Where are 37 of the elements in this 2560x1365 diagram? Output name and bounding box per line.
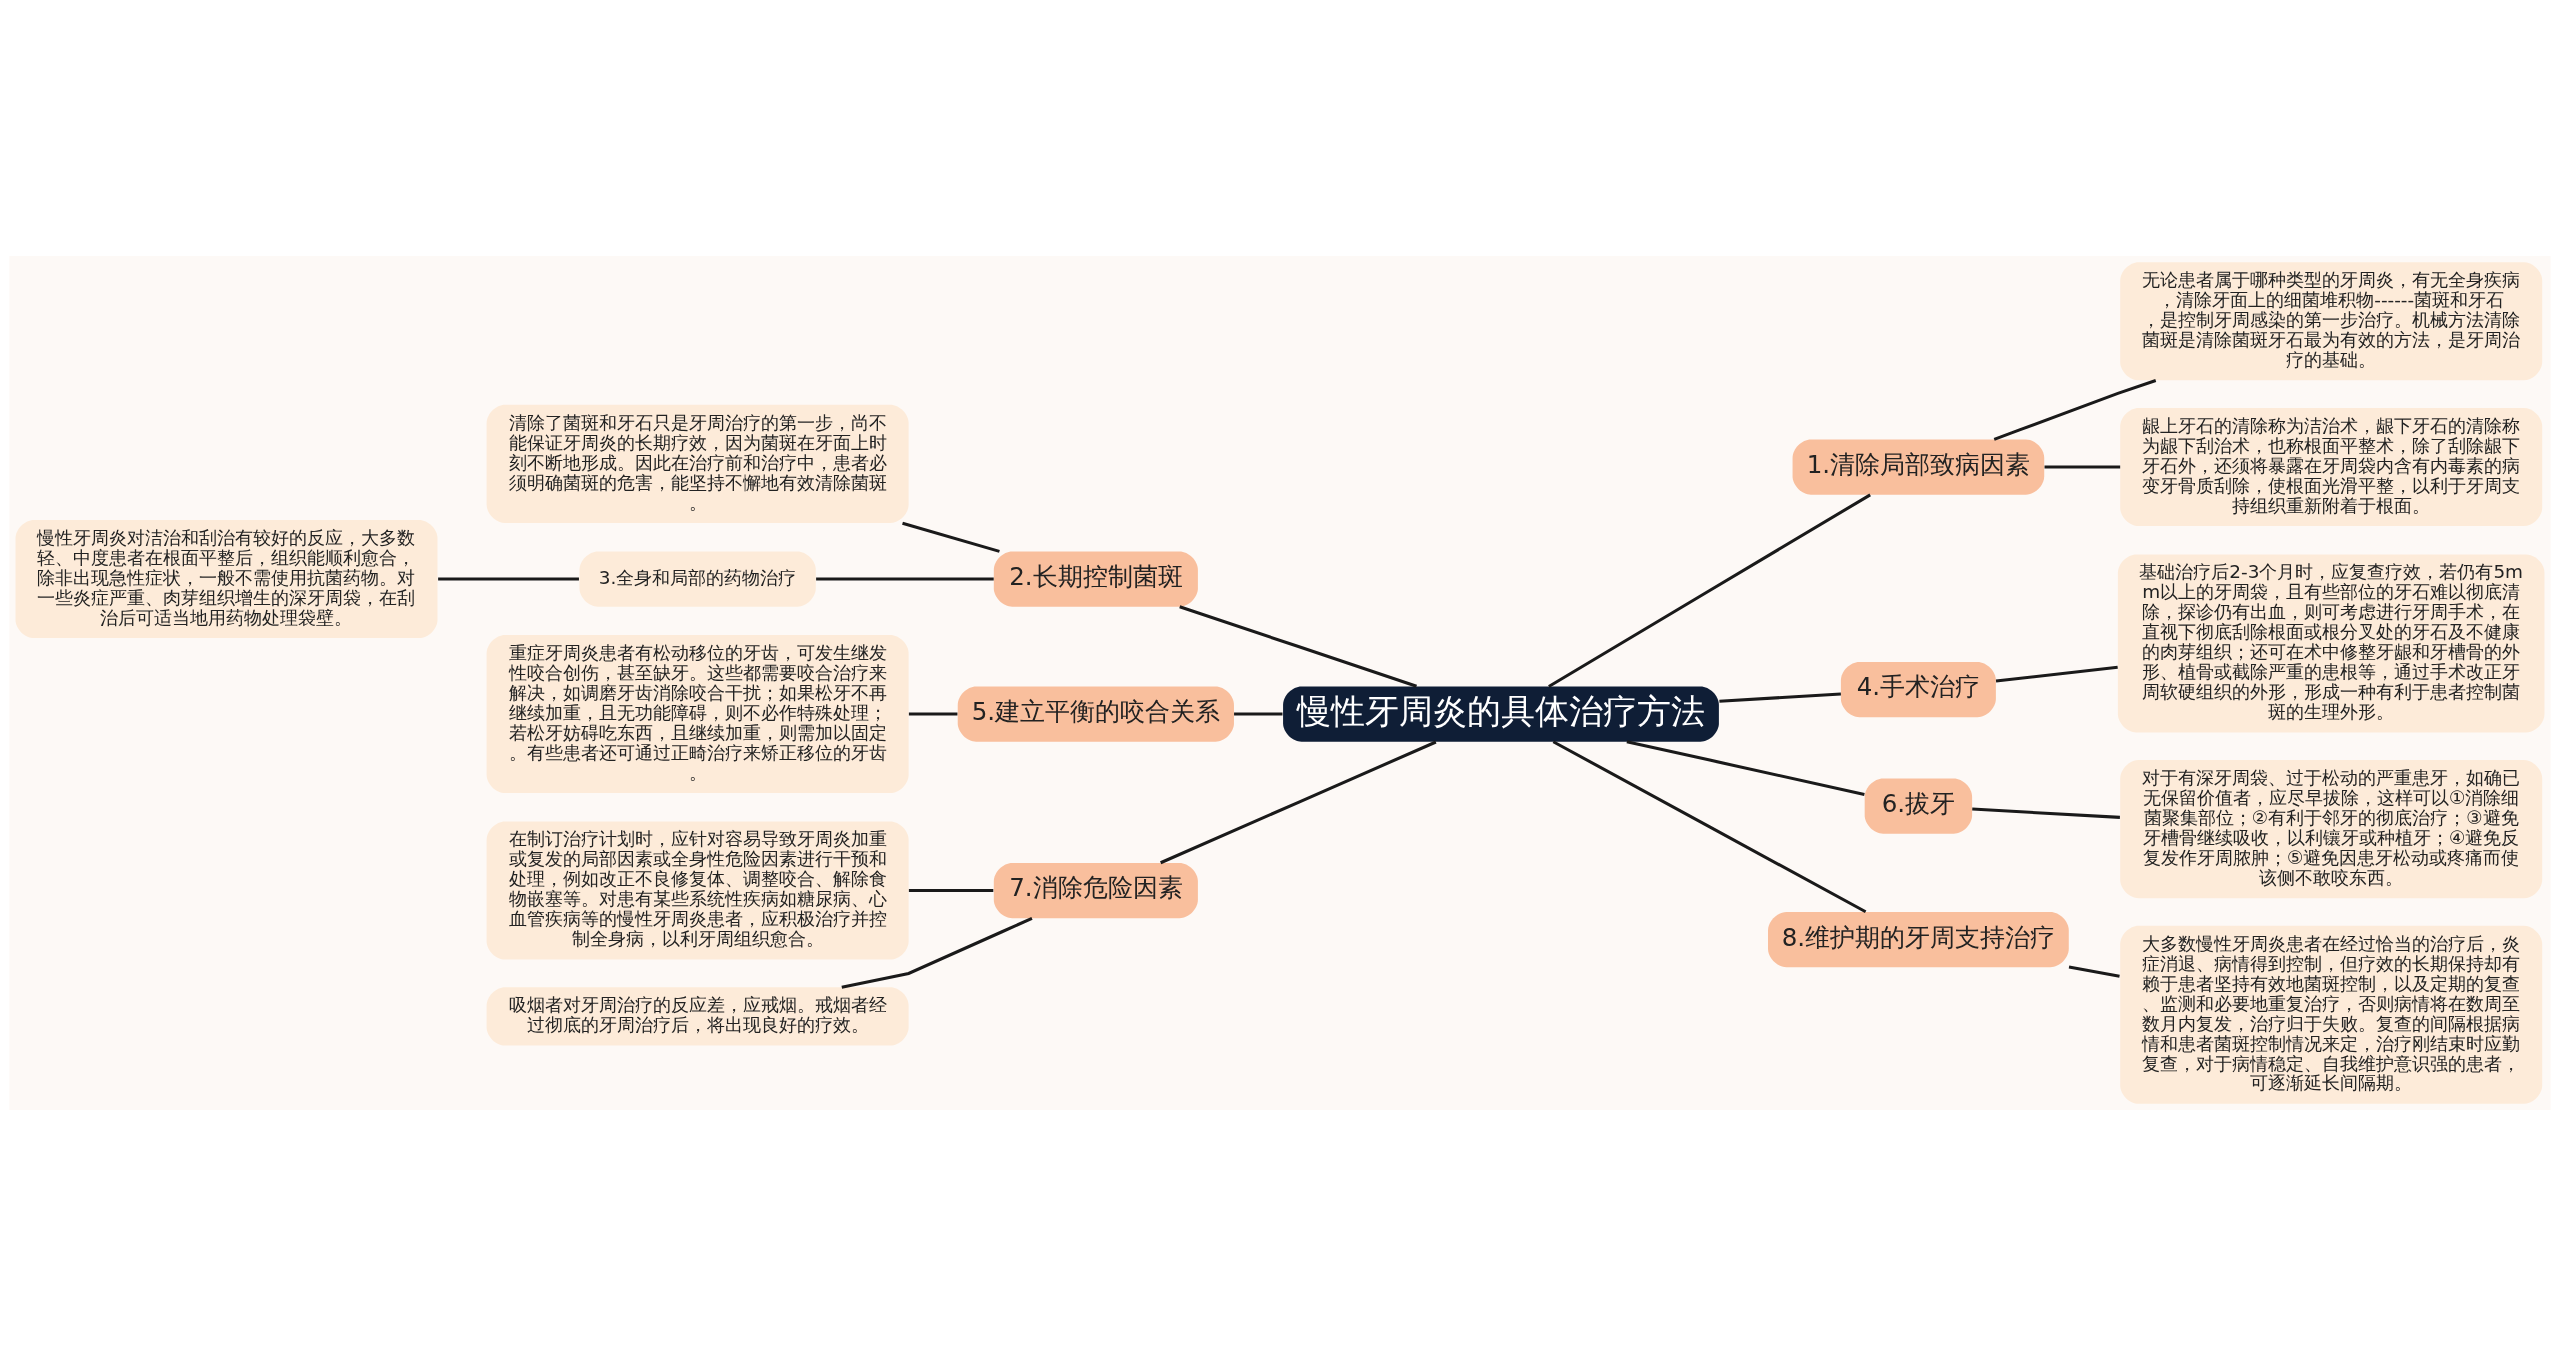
connector xyxy=(1995,665,2118,682)
connector xyxy=(1179,604,1417,688)
node-box: 重症牙周炎患者有松动移位的牙齿，可发生继发性咬合创伤，甚至缺牙。这些都需要咬合治疗来解决，如调磨牙齿消除咬合干扰；如果松牙不再继续加重，且无功能障碍，则不必作特殊处理；若松牙妨碍吃东西，且继续加重，则需加以固定。有些患者还可通过正畸治疗来矫正移位的牙齿。 xyxy=(486,634,909,793)
node-box: 2.长期控制菌斑 xyxy=(993,550,1198,607)
node-box: 3.全身和局部的药物治疗 xyxy=(579,550,816,607)
connector xyxy=(816,577,994,581)
connector xyxy=(1548,493,1871,688)
connector xyxy=(1552,739,1867,913)
connector xyxy=(438,577,579,581)
node-box: 龈上牙石的清除称为洁治术，龈下牙石的清除称为龈下刮治术，也称根面平整术，除了刮除龈下牙石外，还须将暴露在牙周袋内含有内毒素的病变牙骨质刮除，使根面光滑平整，以利于牙周支持组织重新附着于根面。 xyxy=(2120,407,2543,526)
node-box: 无论患者属于哪种类型的牙周炎，有无全身疾病，清除牙面上的细菌堆积物------菌斑和牙石，是控制牙周感染的第一步治疗。机械方法清除菌斑是清除菌斑牙石最为有效的方法，是牙周治疗的基础。 xyxy=(2120,261,2543,380)
connector xyxy=(1719,692,1841,703)
connector xyxy=(908,712,958,716)
node-box: 慢性牙周炎的具体治疗方法 xyxy=(1283,685,1719,742)
connector xyxy=(1160,740,1437,864)
node-box: 吸烟者对牙周治疗的反应差，应戒烟。戒烟者经过彻底的牙周治疗后，将出现良好的疗效。 xyxy=(486,986,909,1046)
node-box: 在制订治疗计划时，应针对容易导致牙周炎加重或复发的局部因素或全身性危险因素进行干预和处理，例如改正不良修复体、调整咬合、解除食物嵌塞等。对患有某些系统性疾病如糖尿病、心血管疾病等的慢性牙周炎患者，应积极治疗并控制全身病，以利牙周组织愈合。 xyxy=(486,821,909,960)
node-box: 对于有深牙周袋、过于松动的严重患牙，如确已无保留价值者，应尽早拔除，这样可以①消除细菌聚集部位；②有利于邻牙的彻底治疗；③避免牙槽骨继续吸收，以利镶牙或种植牙；④避免反复发作牙周脓肿；⑤避免因患牙松动或疼痛而使该侧不敢咬东西。 xyxy=(2120,759,2543,898)
connector xyxy=(908,888,994,892)
connector xyxy=(1993,378,2157,441)
node-box: 6.拔牙 xyxy=(1864,778,1973,834)
node-box: 7.消除危险因素 xyxy=(993,862,1198,918)
node-box: 基础治疗后2-3个月时，应复查疗效，若仍有5mm以上的牙周袋，且有些部位的牙石难以彻底清除，探诊仍有出血，则可考虑进行牙周手术，在直视下彻底刮除根面或根分叉处的牙石及不健康的肉芽组织；还可在术中修整牙龈和牙槽骨的外形、植骨或截除严重的患根等，通过手术改正牙周软硬组织的外形，形成一种有利于患者控制菌斑的生理外形。 xyxy=(2117,554,2545,732)
node-box: 8.维护期的牙周支持治疗 xyxy=(1768,911,2069,967)
connector xyxy=(2044,464,2121,469)
node-box: 慢性牙周炎对洁治和刮治有较好的反应，大多数轻、中度患者在根面平整后，组织能顺利愈合，除非出现急性症状，一般不需使用抗菌药物。对一些炎症严重、肉芽组织增生的深牙周袋，在刮治后可适当地用药物处理袋壁。 xyxy=(15,519,438,638)
connector xyxy=(902,521,1000,553)
connector xyxy=(1626,739,1865,796)
connector xyxy=(2068,965,2120,978)
node-box: 5.建立平衡的咬合关系 xyxy=(957,685,1234,742)
node-box: 1.清除局部致病因素 xyxy=(1792,438,2045,495)
node-box: 清除了菌斑和牙石只是牙周治疗的第一步，尚不能保证牙周炎的长期疗效，因为菌斑在牙面上时刻不断地形成。因此在治疗前和治疗中，患者必须明确菌斑的危害，能坚持不懈地有效清除菌斑。 xyxy=(486,404,909,523)
connector xyxy=(841,916,1033,989)
node-box: 4.手术治疗 xyxy=(1840,661,1996,717)
node-box: 大多数慢性牙周炎患者在经过恰当的治疗后，炎症消退、病情得到控制，但疗效的长期保持却有赖于患者坚持有效地菌斑控制，以及定期的复查、监测和必要地重复治疗，否则病情将在数周至数月内复发，治疗归于失败。复查的间隔根据病情和患者菌斑控制情况来定，治疗刚结束时应勤复查，对于病情稳定、自我维护意识强的患者，可逐渐延长间隔期。 xyxy=(2120,925,2543,1104)
connector xyxy=(1972,807,2120,819)
connector xyxy=(1234,712,1283,716)
